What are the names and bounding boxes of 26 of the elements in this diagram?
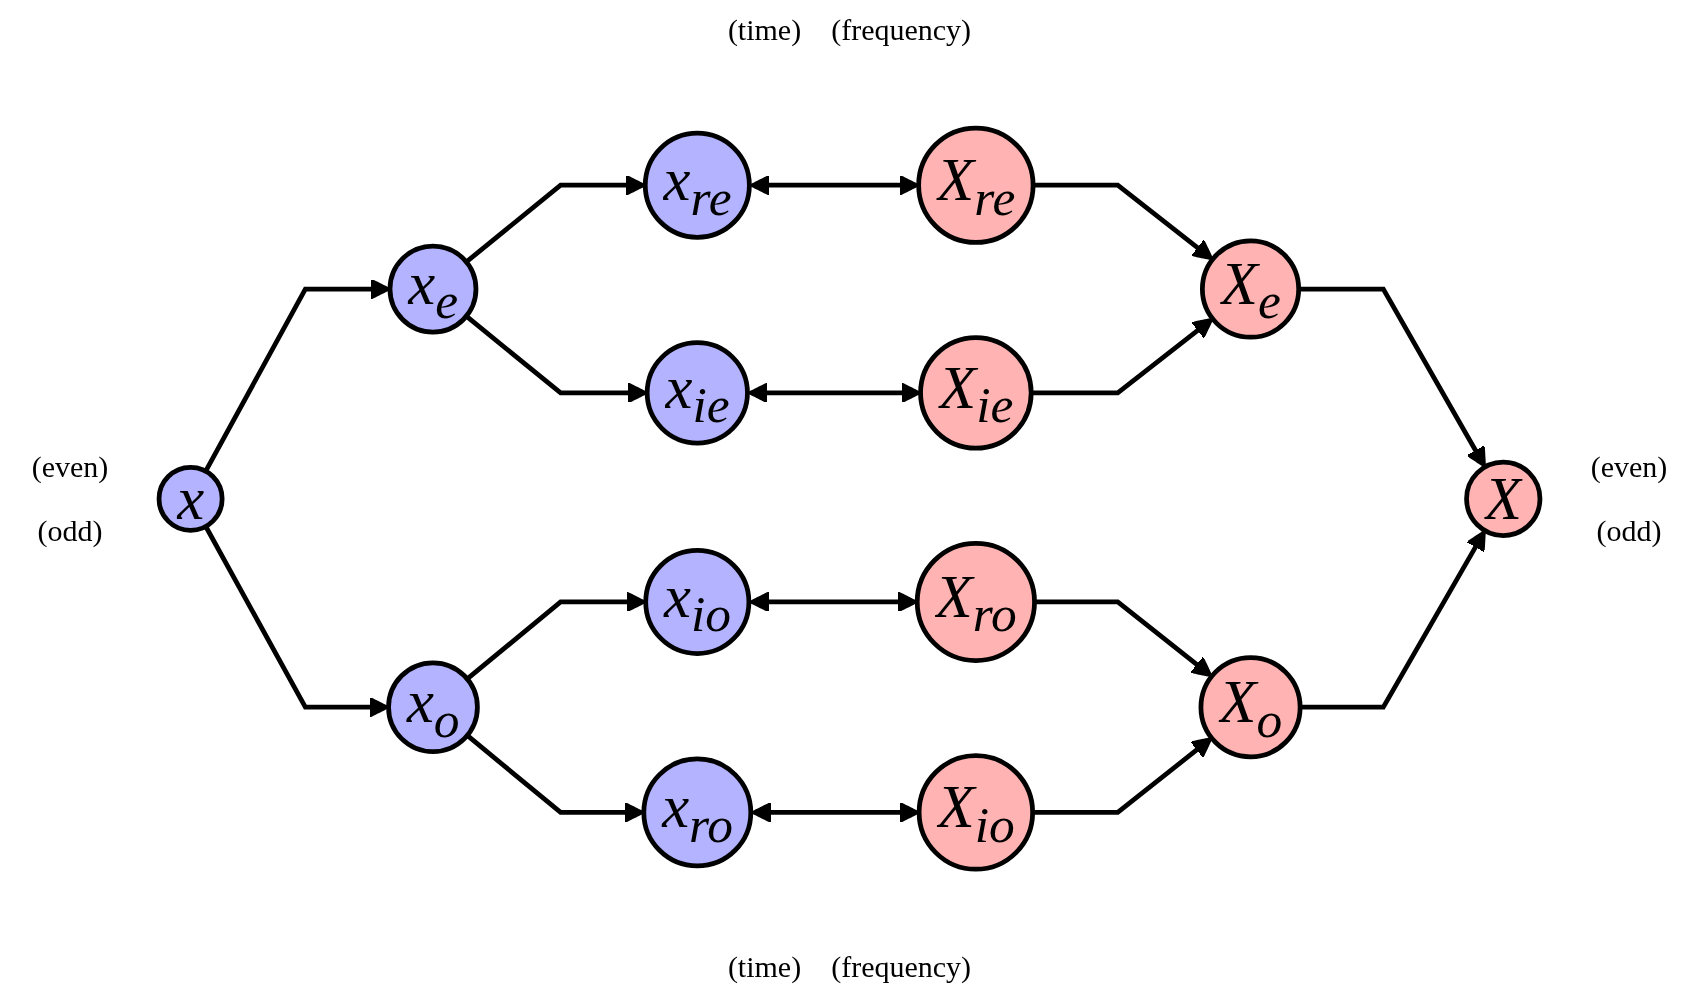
node-circle: X$_{e}$: [1200, 238, 1302, 340]
node-circle: X: [1464, 459, 1543, 538]
axis-label: (frequency): [831, 950, 972, 984]
axis-label: (time): [727, 950, 802, 984]
arrow: [1031, 317, 1214, 396]
node-circle: X$_{o}$: [1198, 655, 1303, 760]
node-circle: x$_{ro}$: [641, 756, 754, 869]
node-circle: X$_{re}$: [916, 125, 1036, 245]
node-circle: X$_{io}$: [916, 753, 1035, 872]
axis-label: (even): [31, 449, 109, 484]
node-circle: x$_{io}$: [643, 547, 752, 656]
node-circle: x$_{e}$: [387, 243, 479, 335]
axis-label: (even): [1590, 449, 1668, 484]
arrow: [203, 278, 391, 473]
node-circle: x: [156, 464, 225, 533]
node-circle: X$_{ie}$: [918, 335, 1034, 451]
axis-label: (time): [727, 13, 802, 47]
node-circle: x$_{ie}$: [644, 340, 750, 446]
node-circle: x$_{re}$: [642, 130, 752, 240]
arrow: [1033, 182, 1214, 261]
node-circle: x$_{o}$: [386, 660, 480, 754]
arrow: [1300, 529, 1486, 710]
axis-label: (odd): [1596, 513, 1662, 548]
axis-label: (frequency): [831, 13, 972, 47]
node-circle: X$_{ro}$: [914, 540, 1037, 663]
axis-label: (odd): [37, 513, 103, 548]
